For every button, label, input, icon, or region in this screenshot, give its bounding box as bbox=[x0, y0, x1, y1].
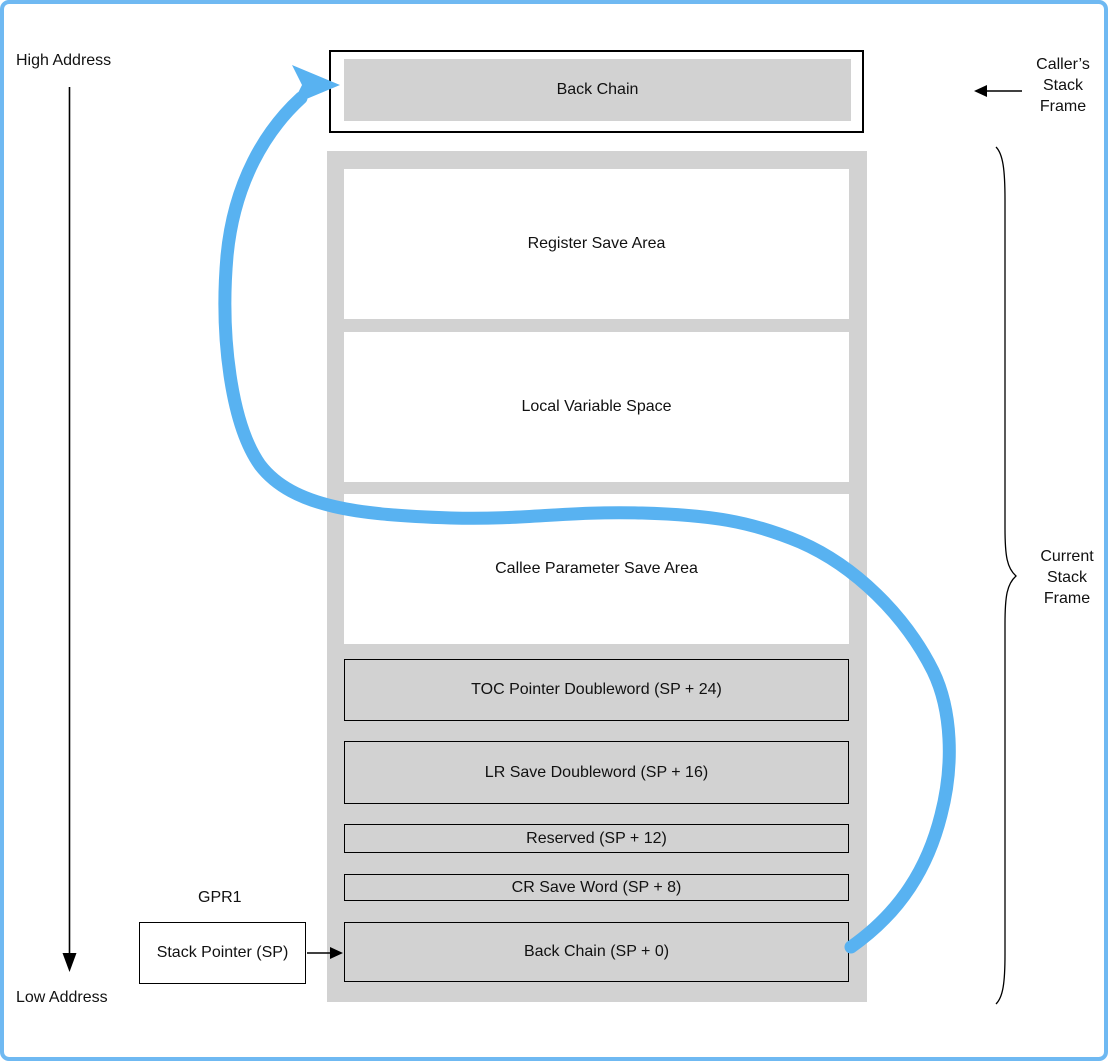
region-reserved: Reserved (SP + 12) bbox=[344, 824, 849, 853]
region-local-variable-space: Local Variable Space bbox=[344, 332, 849, 482]
caller-frame-box: Back Chain bbox=[329, 50, 864, 133]
region-label: Reserved (SP + 12) bbox=[526, 829, 667, 847]
current-stack-frame-line1: Current bbox=[1040, 548, 1094, 565]
region-label: Callee Parameter Save Area bbox=[495, 560, 698, 577]
callers-stack-frame-line2: Stack bbox=[1042, 77, 1083, 94]
current-frame-brace bbox=[995, 146, 1017, 1005]
region-label: TOC Pointer Doubleword (SP + 24) bbox=[471, 681, 722, 698]
caller-frame-arrowhead-icon bbox=[974, 85, 987, 97]
callers-stack-frame-line3: Frame bbox=[1039, 98, 1087, 115]
current-frame-container: Register Save Area Local Variable Space … bbox=[327, 151, 867, 1002]
region-toc-pointer-doubleword: TOC Pointer Doubleword (SP + 24) bbox=[344, 659, 849, 721]
region-cr-save-word: CR Save Word (SP + 8) bbox=[344, 874, 849, 901]
region-label: Back Chain (SP + 0) bbox=[523, 943, 670, 960]
caller-back-chain-cell: Back Chain bbox=[344, 59, 851, 121]
gpr1-label: GPR1 bbox=[198, 889, 242, 906]
region-label: Register Save Area bbox=[527, 235, 666, 252]
region-callee-parameter-save-area: Callee Parameter Save Area bbox=[344, 494, 849, 644]
current-stack-frame-label: Current Stack Frame bbox=[1026, 546, 1104, 609]
region-label: CR Save Word (SP + 8) bbox=[511, 878, 682, 896]
low-address-label: Low Address bbox=[16, 989, 108, 1006]
current-stack-frame-line2: Stack bbox=[1046, 569, 1087, 586]
region-label: LR Save Doubleword (SP + 16) bbox=[484, 763, 709, 781]
stack-pointer-box: Stack Pointer (SP) bbox=[139, 922, 306, 984]
region-lr-save-doubleword: LR Save Doubleword (SP + 16) bbox=[344, 741, 849, 804]
callers-stack-frame-label: Caller’s Stack Frame bbox=[1022, 54, 1104, 117]
caller-back-chain-label: Back Chain bbox=[556, 81, 639, 98]
high-address-label: High Address bbox=[16, 52, 112, 69]
region-register-save-area: Register Save Area bbox=[344, 169, 849, 319]
current-stack-frame-line3: Frame bbox=[1043, 590, 1091, 607]
callers-stack-frame-line1: Caller’s bbox=[1036, 56, 1090, 73]
stack-pointer-label: Stack Pointer (SP) bbox=[156, 944, 289, 961]
address-axis-arrowhead-icon bbox=[62, 953, 77, 972]
region-label: Local Variable Space bbox=[521, 398, 672, 415]
region-back-chain-sp0: Back Chain (SP + 0) bbox=[344, 922, 849, 982]
